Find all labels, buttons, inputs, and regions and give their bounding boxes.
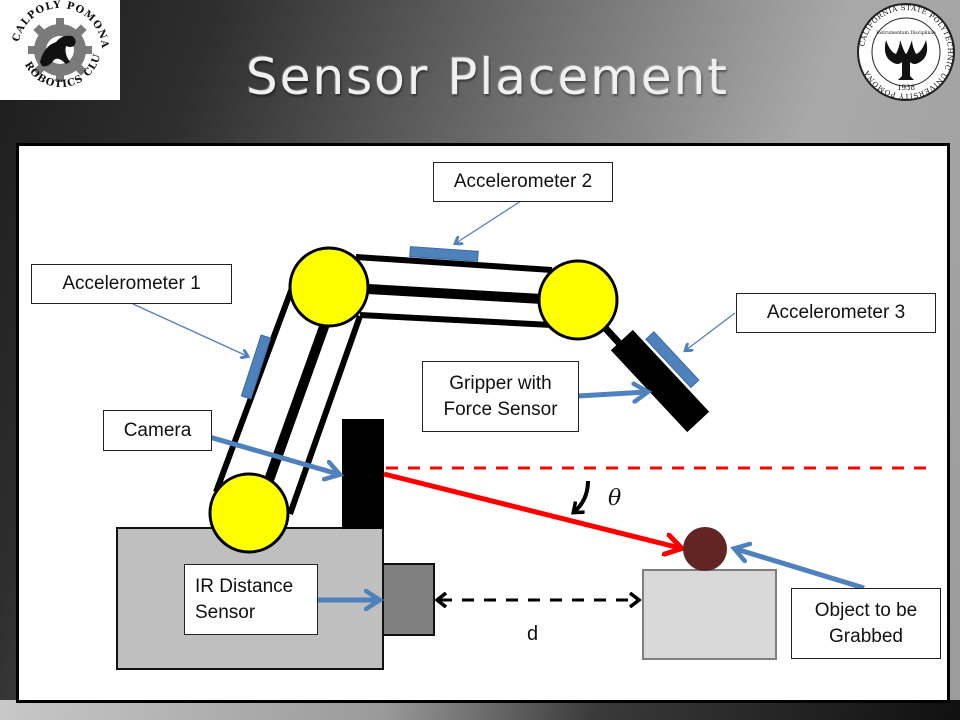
accelerometer-2-sensor <box>409 246 479 262</box>
target-object <box>683 527 727 571</box>
seal-year: 1938 <box>897 84 915 92</box>
accelerometer-2-label: Accelerometer 2 <box>433 162 613 202</box>
slide-background-sweep <box>0 700 960 720</box>
gripper-pointer-arrow <box>577 392 646 396</box>
accelerometer-2-pointer <box>456 200 522 243</box>
object-label: Object to be Grabbed <box>791 588 941 659</box>
lower-arm-link-center <box>264 322 330 482</box>
ir-sensor-block <box>382 563 435 636</box>
angle-theta-label: θ <box>608 486 622 511</box>
shoulder-joint <box>288 246 370 328</box>
seal-motto: Instrumentum Disciplinae <box>876 30 936 36</box>
accelerometer-1-sensor <box>240 334 272 400</box>
lower-arm-link-right <box>287 315 363 515</box>
elbow-joint <box>537 259 619 341</box>
upper-arm-link-top <box>355 254 553 273</box>
accelerometer-3-pointer <box>686 312 736 350</box>
accelerometer-1-label: Accelerometer 1 <box>31 264 232 304</box>
seal-emblem-icon <box>884 40 928 80</box>
camera-label: Camera <box>103 410 212 451</box>
object-pointer-arrow <box>736 549 865 591</box>
horse-icon <box>40 35 76 67</box>
upper-arm-link-center <box>367 284 543 304</box>
university-seal: CALIFORNIA STATE POLYTECHNIC UNIVERSITY … <box>852 0 960 104</box>
camera-post <box>342 419 384 529</box>
gripper-label: Gripper with Force Sensor <box>422 361 579 432</box>
table <box>642 569 777 660</box>
accelerometer-3-label: Accelerometer 3 <box>736 293 936 333</box>
slide-title: Sensor Placement <box>246 48 729 106</box>
camera-pointer-arrow <box>191 429 338 474</box>
base-joint <box>208 472 290 554</box>
accelerometer-1-pointer <box>132 303 247 356</box>
distance-d-label: d <box>527 623 539 645</box>
accelerometer-3-sensor <box>645 331 700 389</box>
robotics-club-logo: CALPOLY POMONA ROBOTICS CLUB <box>0 0 120 100</box>
line-of-sight-arrow <box>383 471 680 548</box>
gripper <box>610 329 710 433</box>
upper-arm-link-bottom <box>359 312 553 328</box>
angle-arrow <box>574 480 590 512</box>
ir-sensor-label: IR Distance Sensor <box>184 564 318 635</box>
